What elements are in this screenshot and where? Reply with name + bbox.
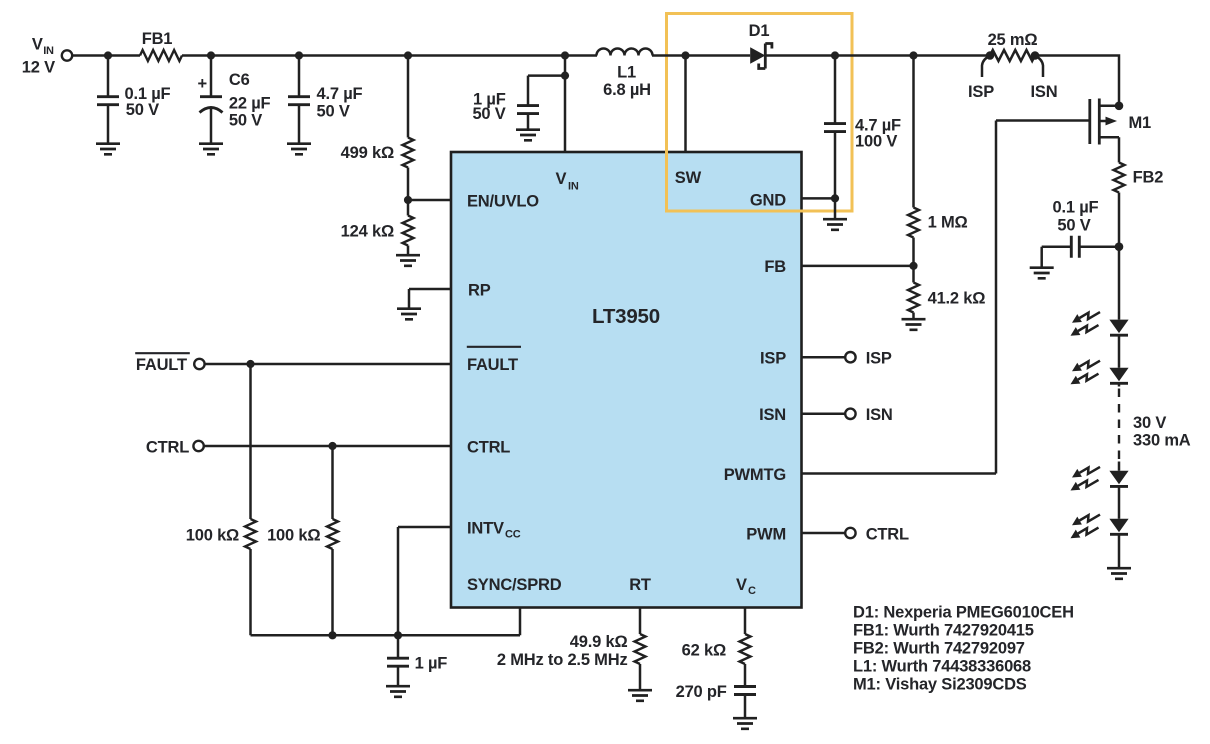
svg-text:CTRL: CTRL [866, 525, 909, 543]
svg-text:41.2 kΩ: 41.2 kΩ [928, 290, 986, 308]
svg-text:330 mA: 330 mA [1133, 431, 1191, 449]
svg-text:PWMTG: PWMTG [724, 466, 786, 484]
svg-text:CTRL: CTRL [467, 438, 510, 456]
svg-text:270 pF: 270 pF [676, 683, 727, 701]
svg-text:CTRL: CTRL [146, 438, 189, 456]
svg-text:ISP: ISP [760, 350, 786, 368]
svg-text:ISN: ISN [1031, 83, 1058, 101]
svg-text:M1: Vishay Si2309CDS: M1: Vishay Si2309CDS [853, 676, 1027, 694]
svg-text:FB1: FB1 [142, 30, 173, 48]
svg-text:FB2: Wurth 742792097: FB2: Wurth 742792097 [853, 639, 1025, 657]
svg-text:INTV: INTV [467, 519, 504, 537]
svg-text:50 V: 50 V [126, 101, 159, 119]
svg-text:1 µF: 1 µF [415, 655, 448, 673]
svg-text:L1: Wurth 74438336068: L1: Wurth 74438336068 [853, 658, 1031, 676]
svg-text:+: + [198, 75, 207, 93]
svg-text:LT3950: LT3950 [592, 305, 660, 328]
svg-text:100 kΩ: 100 kΩ [267, 526, 320, 544]
svg-text:GND: GND [750, 192, 786, 210]
svg-text:12 V: 12 V [22, 58, 55, 76]
svg-text:FB2: FB2 [1133, 168, 1164, 186]
svg-text:22 µF: 22 µF [229, 94, 271, 112]
svg-text:SYNC/SPRD: SYNC/SPRD [467, 576, 562, 594]
svg-text:IN: IN [43, 45, 54, 57]
svg-text:FAULT: FAULT [467, 356, 518, 374]
svg-text:30 V: 30 V [1133, 414, 1166, 432]
svg-text:D1: Nexperia PMEG6010CEH: D1: Nexperia PMEG6010CEH [853, 603, 1074, 621]
svg-text:50 V: 50 V [1057, 217, 1090, 235]
svg-text:4.7 µF: 4.7 µF [855, 116, 901, 134]
svg-text:L1: L1 [617, 63, 636, 81]
svg-text:50 V: 50 V [229, 112, 262, 130]
svg-text:6.8 µH: 6.8 µH [603, 81, 651, 99]
svg-text:FB1: Wurth 7427920415: FB1: Wurth 7427920415 [853, 621, 1034, 639]
svg-text:ISP: ISP [968, 83, 994, 101]
svg-text:4.7 µF: 4.7 µF [317, 85, 363, 103]
svg-text:1 µF: 1 µF [473, 91, 506, 109]
svg-text:0.1 µF: 0.1 µF [125, 85, 171, 103]
svg-text:ISP: ISP [866, 350, 892, 368]
svg-text:V: V [736, 576, 747, 594]
svg-text:V: V [556, 170, 567, 188]
svg-text:CC: CC [505, 529, 521, 541]
svg-text:100 kΩ: 100 kΩ [186, 526, 239, 544]
svg-text:0.1 µF: 0.1 µF [1053, 198, 1099, 216]
svg-text:PWM: PWM [746, 525, 786, 543]
svg-text:499 kΩ: 499 kΩ [341, 144, 394, 162]
svg-text:FB: FB [764, 258, 786, 276]
svg-text:M1: M1 [1129, 114, 1152, 132]
svg-text:C6: C6 [229, 71, 250, 89]
svg-text:D1: D1 [749, 22, 770, 40]
svg-text:RP: RP [468, 282, 491, 300]
svg-text:50 V: 50 V [472, 105, 505, 123]
svg-text:FAULT: FAULT [136, 356, 187, 374]
svg-text:62 kΩ: 62 kΩ [682, 642, 726, 660]
svg-text:25 mΩ: 25 mΩ [988, 31, 1038, 49]
svg-text:2 MHz to 2.5 MHz: 2 MHz to 2.5 MHz [497, 651, 628, 669]
svg-text:ISN: ISN [866, 406, 893, 424]
svg-text:EN/UVLO: EN/UVLO [467, 192, 539, 210]
svg-text:100 V: 100 V [855, 133, 897, 151]
svg-text:C: C [748, 585, 756, 597]
svg-text:50 V: 50 V [317, 102, 350, 120]
svg-text:IN: IN [568, 181, 579, 193]
svg-text:49.9 kΩ: 49.9 kΩ [570, 633, 628, 651]
svg-text:124 kΩ: 124 kΩ [341, 222, 394, 240]
svg-text:1 MΩ: 1 MΩ [928, 214, 968, 232]
svg-text:RT: RT [629, 576, 651, 594]
svg-text:SW: SW [675, 169, 702, 187]
svg-text:ISN: ISN [759, 406, 786, 424]
svg-text:V: V [32, 36, 43, 54]
